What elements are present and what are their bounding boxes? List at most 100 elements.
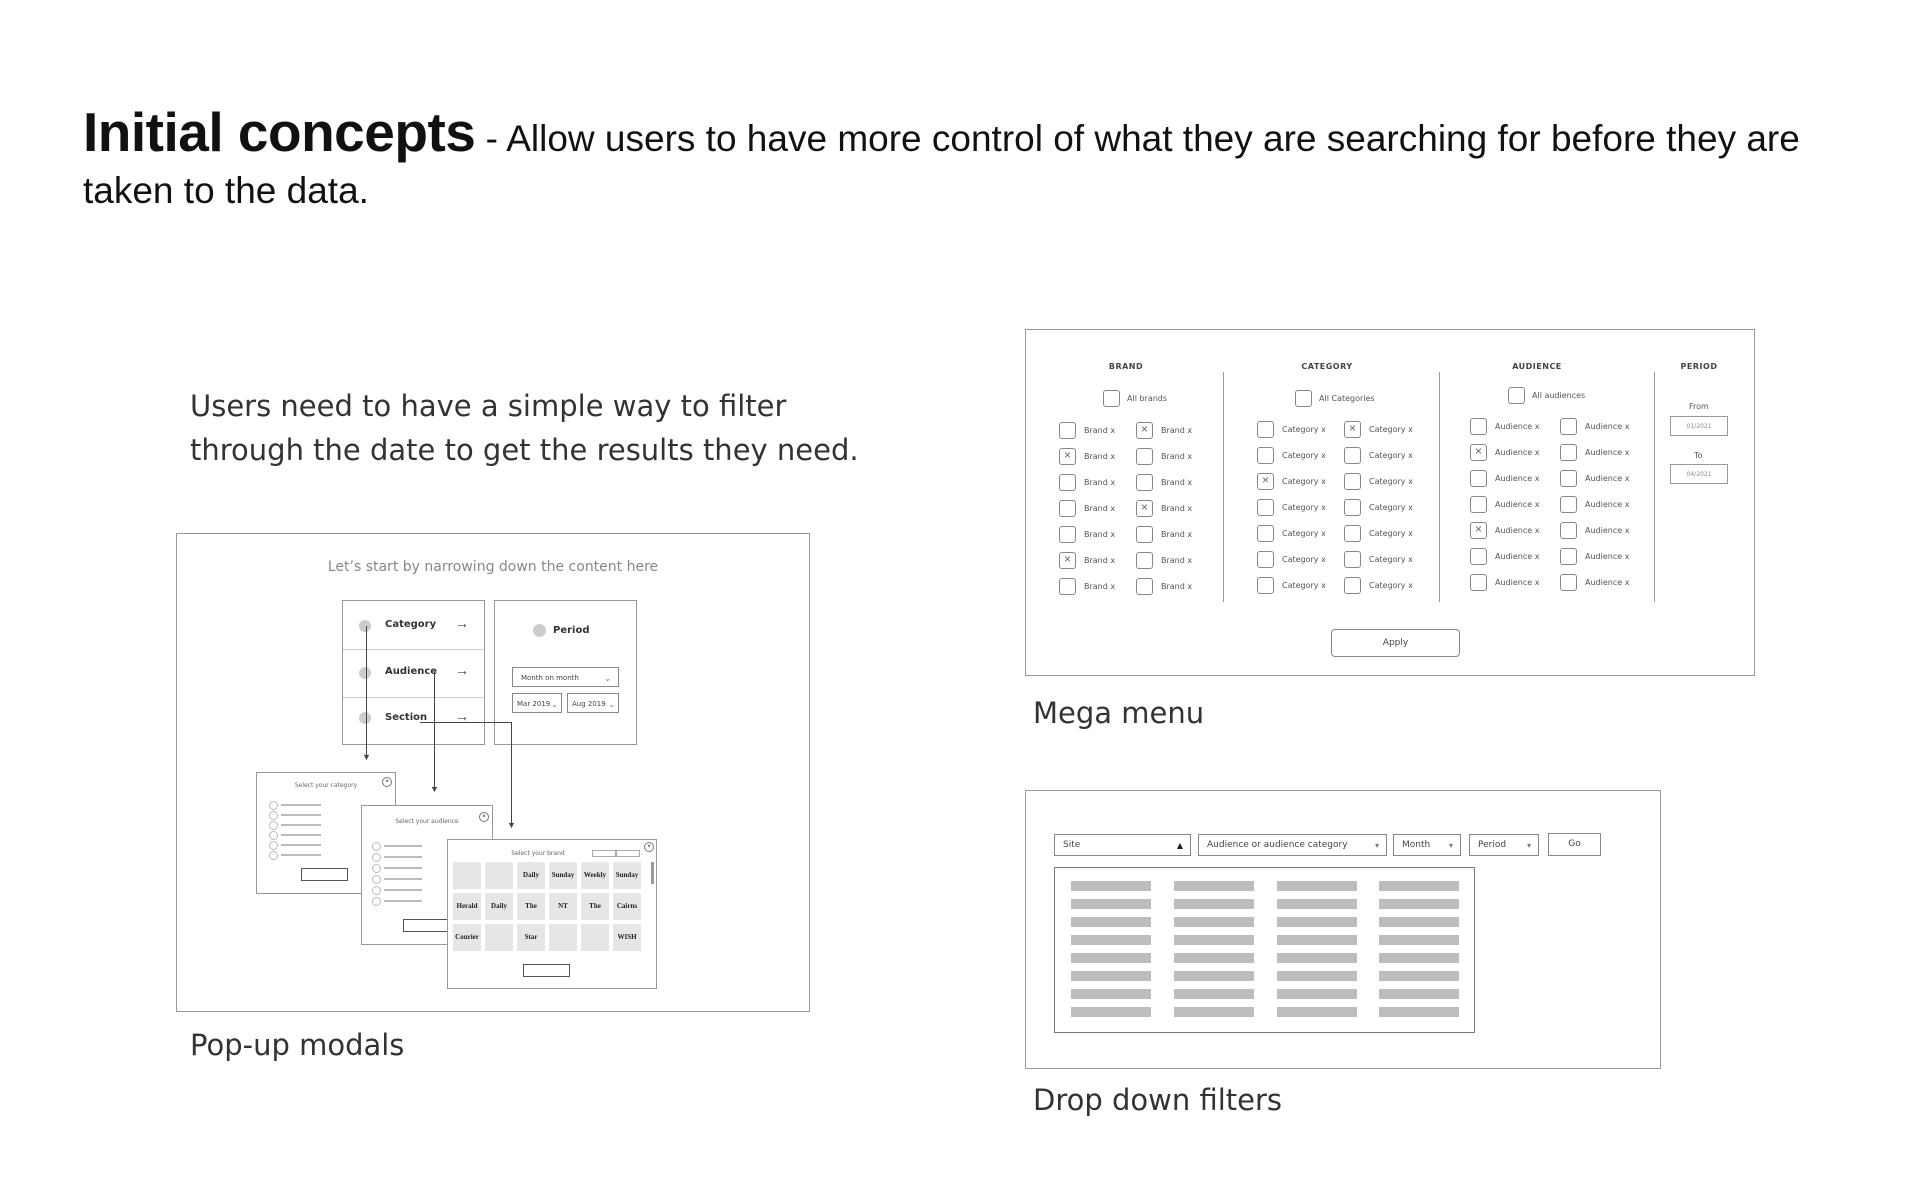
all-categories-checkbox[interactable] xyxy=(1295,390,1312,407)
category-checkbox[interactable]: × xyxy=(1344,421,1361,438)
brand-logo-tile[interactable] xyxy=(485,862,513,889)
category-checkbox[interactable] xyxy=(1344,447,1361,464)
all-audiences-checkbox[interactable] xyxy=(1508,387,1525,404)
step-category[interactable]: Category → xyxy=(343,601,484,650)
brand-logo-tile[interactable]: Sunday Mail xyxy=(613,862,641,889)
category-checkbox[interactable] xyxy=(1344,577,1361,594)
brand-logo-tile[interactable]: The Mercury xyxy=(581,893,609,920)
audience-modal-button[interactable] xyxy=(403,919,450,932)
close-icon[interactable]: × xyxy=(644,842,654,852)
brand-scrollbar[interactable] xyxy=(651,862,654,884)
period-select[interactable]: Period▾ xyxy=(1469,834,1539,856)
brand-logo-tile[interactable] xyxy=(453,862,481,889)
brand-logo-tile[interactable]: NT NEWS xyxy=(549,893,577,920)
audience-checkbox[interactable] xyxy=(1560,496,1577,513)
brand-logo-tile[interactable]: Daily Telegraph xyxy=(517,862,545,889)
apply-button[interactable]: Apply xyxy=(1331,629,1460,657)
all-brands-checkbox[interactable] xyxy=(1103,390,1120,407)
audience-checkbox[interactable]: × xyxy=(1470,522,1487,539)
brand-checkbox[interactable] xyxy=(1059,422,1076,439)
option-radio[interactable] xyxy=(372,853,381,862)
period-select[interactable]: Month on month⌄ xyxy=(512,667,619,687)
brand-checkbox[interactable] xyxy=(1136,552,1153,569)
option-radio[interactable] xyxy=(269,831,278,840)
brand-filter-field[interactable] xyxy=(616,850,640,857)
audience-select[interactable]: Audience or audience category▾ xyxy=(1198,834,1387,856)
brand-checkbox[interactable] xyxy=(1059,500,1076,517)
brand-checkbox[interactable]: × xyxy=(1059,448,1076,465)
audience-option-label: Audience x xyxy=(1495,578,1540,587)
month-select[interactable]: Month▾ xyxy=(1393,834,1461,856)
brand-logo-tile[interactable]: WISH xyxy=(613,924,641,951)
category-checkbox[interactable] xyxy=(1344,473,1361,490)
close-icon[interactable]: × xyxy=(479,812,489,822)
category-checkbox[interactable] xyxy=(1257,447,1274,464)
from-select[interactable]: Mar 2019⌄ xyxy=(512,693,562,713)
brand-logo-tile[interactable]: Sunday Telegraph xyxy=(549,862,577,889)
close-icon[interactable]: × xyxy=(382,777,392,787)
category-modal-button[interactable] xyxy=(301,868,348,881)
brand-modal-button[interactable] xyxy=(523,964,570,977)
brand-logo-tile[interactable]: Star xyxy=(517,924,545,951)
audience-checkbox[interactable] xyxy=(1560,470,1577,487)
category-checkbox[interactable] xyxy=(1344,525,1361,542)
audience-checkbox[interactable] xyxy=(1560,444,1577,461)
brand-checkbox[interactable] xyxy=(1136,578,1153,595)
audience-checkbox[interactable] xyxy=(1470,574,1487,591)
brand-checkbox[interactable] xyxy=(1136,448,1153,465)
option-radio[interactable] xyxy=(269,851,278,860)
option-radio[interactable] xyxy=(269,801,278,810)
brand-checkbox[interactable] xyxy=(1059,578,1076,595)
step-audience[interactable]: Audience → xyxy=(343,649,484,698)
brand-logo-tile[interactable]: Courier Mail xyxy=(453,924,481,951)
from-date-input[interactable]: 01/2021 xyxy=(1670,416,1728,436)
site-select[interactable]: Site▲ xyxy=(1054,834,1191,856)
brand-logo-tile[interactable]: Herald Sun xyxy=(453,893,481,920)
brand-checkbox[interactable]: × xyxy=(1136,500,1153,517)
audience-checkbox[interactable] xyxy=(1470,470,1487,487)
audience-checkbox[interactable] xyxy=(1560,418,1577,435)
brand-checkbox[interactable]: × xyxy=(1059,552,1076,569)
brand-filter-field[interactable] xyxy=(592,850,616,857)
option-radio[interactable] xyxy=(372,864,381,873)
brand-logo-tile[interactable]: Daily Mail xyxy=(485,893,513,920)
option-radio[interactable] xyxy=(372,842,381,851)
brand-logo-tile[interactable]: Weekly Times xyxy=(581,862,609,889)
popup-prompt: Let’s start by narrowing down the conten… xyxy=(327,559,659,575)
brand-logo-tile[interactable] xyxy=(485,924,513,951)
to-date-input[interactable]: 04/2021 xyxy=(1670,464,1728,484)
option-radio[interactable] xyxy=(269,811,278,820)
brand-checkbox[interactable] xyxy=(1136,474,1153,491)
category-checkbox[interactable] xyxy=(1344,551,1361,568)
option-radio[interactable] xyxy=(269,821,278,830)
category-checkbox[interactable]: × xyxy=(1257,473,1274,490)
audience-checkbox[interactable] xyxy=(1470,418,1487,435)
category-checkbox[interactable] xyxy=(1344,499,1361,516)
go-button[interactable]: Go xyxy=(1548,833,1601,856)
category-checkbox[interactable] xyxy=(1257,551,1274,568)
category-checkbox[interactable] xyxy=(1257,525,1274,542)
to-select[interactable]: Aug 2019⌄ xyxy=(567,693,619,713)
option-radio[interactable] xyxy=(372,875,381,884)
brand-logo-tile[interactable] xyxy=(549,924,577,951)
step-section[interactable]: Section → xyxy=(343,697,484,745)
option-radio[interactable] xyxy=(269,841,278,850)
audience-checkbox[interactable]: × xyxy=(1470,444,1487,461)
category-checkbox[interactable] xyxy=(1257,577,1274,594)
option-radio[interactable] xyxy=(372,886,381,895)
category-checkbox[interactable] xyxy=(1257,421,1274,438)
category-checkbox[interactable] xyxy=(1257,499,1274,516)
brand-logo-tile[interactable]: Cairns Post xyxy=(613,893,641,920)
audience-checkbox[interactable] xyxy=(1560,522,1577,539)
option-radio[interactable] xyxy=(372,897,381,906)
audience-checkbox[interactable] xyxy=(1560,548,1577,565)
brand-checkbox[interactable] xyxy=(1136,526,1153,543)
brand-checkbox[interactable] xyxy=(1059,526,1076,543)
audience-checkbox[interactable] xyxy=(1470,496,1487,513)
brand-checkbox[interactable]: × xyxy=(1136,422,1153,439)
brand-checkbox[interactable] xyxy=(1059,474,1076,491)
brand-logo-tile[interactable] xyxy=(581,924,609,951)
audience-checkbox[interactable] xyxy=(1560,574,1577,591)
audience-checkbox[interactable] xyxy=(1470,548,1487,565)
brand-logo-tile[interactable]: The Advertiser xyxy=(517,893,545,920)
